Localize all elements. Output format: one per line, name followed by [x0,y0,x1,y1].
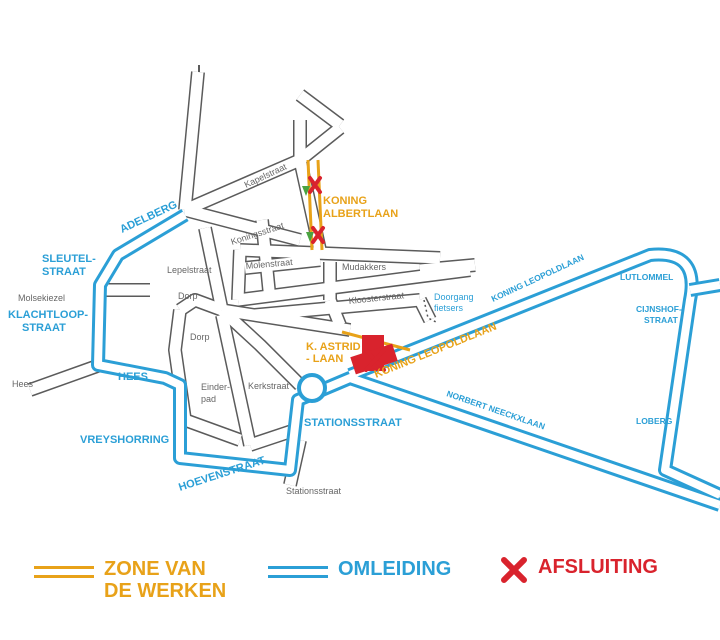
label-koning-albertlaan-2: ALBERTLAAN [323,208,398,220]
label-dorp-2: Dorp [190,332,210,342]
label-klachtloop-1: KLACHTLOOP- [8,309,88,321]
closure-x-icon [311,226,325,244]
label-cijnshof-2: STRAAT [644,315,679,325]
cyclist-passage [423,299,437,323]
closure-x-icon [308,176,322,194]
streets-inner [28,71,476,487]
label-eindepad-2: pad [201,394,216,404]
label-stationsstraat-gray: Stationsstraat [286,486,342,496]
label-klachtloop-2: STRAAT [22,322,66,334]
label-k-astrid-2: - LAAN [306,353,343,365]
legend: ZONE VAN DE WERKEN OMLEIDING AFSLUITING [0,548,720,618]
arrow-icon [302,186,310,196]
detour-route [91,208,720,512]
arrow-icon [306,232,314,242]
label-hees-blue: HEES [118,371,148,383]
label-doorgang-2: fietsers [434,303,464,313]
label-eindepad-1: Einder- [201,382,230,392]
label-molenstraat: Molenstraat [245,257,293,271]
label-mudakkers: Mudakkers [342,262,387,272]
label-sleutelstraat-2: STRAAT [42,266,86,278]
label-hees: Hees [12,379,34,389]
closures [308,176,398,375]
label-kerkstraat: Kerkstraat [248,381,290,391]
label-doorgang-1: Doorgang [434,292,474,302]
roundabout [297,373,327,403]
label-k-astrid-1: K. ASTRID [306,341,361,353]
legend-detour: OMLEIDING [268,558,451,580]
legend-closure: AFSLUITING [500,556,658,584]
label-molsekiezel: Molsekiezel [18,293,65,303]
legend-detour-swatch [268,566,328,578]
map: Kapelstraat Koningsstraat ADELBERG SLEUT… [8,65,720,512]
legend-works-swatch [34,566,94,578]
label-cijnshof-1: CIJNSHOF- [636,304,682,314]
label-sleutelstraat-1: SLEUTEL- [42,253,96,265]
label-stationsstraat: STATIONSSTRAAT [304,417,402,429]
label-loberg: LOBERG [636,416,673,426]
label-koning-albertlaan-1: KONING [323,195,367,207]
legend-detour-label: OMLEIDING [338,558,452,580]
direction-arrows [302,186,314,242]
legend-closure-label: AFSLUITING [538,556,658,578]
closure-x-icon [364,348,386,372]
closure-x-icon [501,557,527,583]
label-vreyshorring: VREYSHORRING [80,434,169,446]
legend-works: ZONE VAN DE WERKEN [34,558,226,602]
label-dorp: Dorp [178,291,198,301]
legend-works-label: ZONE VAN DE WERKEN [104,558,227,602]
label-lepelstraat: Lepelstraat [167,265,212,275]
label-lutlommel: LUTLOMMEL [620,272,673,282]
